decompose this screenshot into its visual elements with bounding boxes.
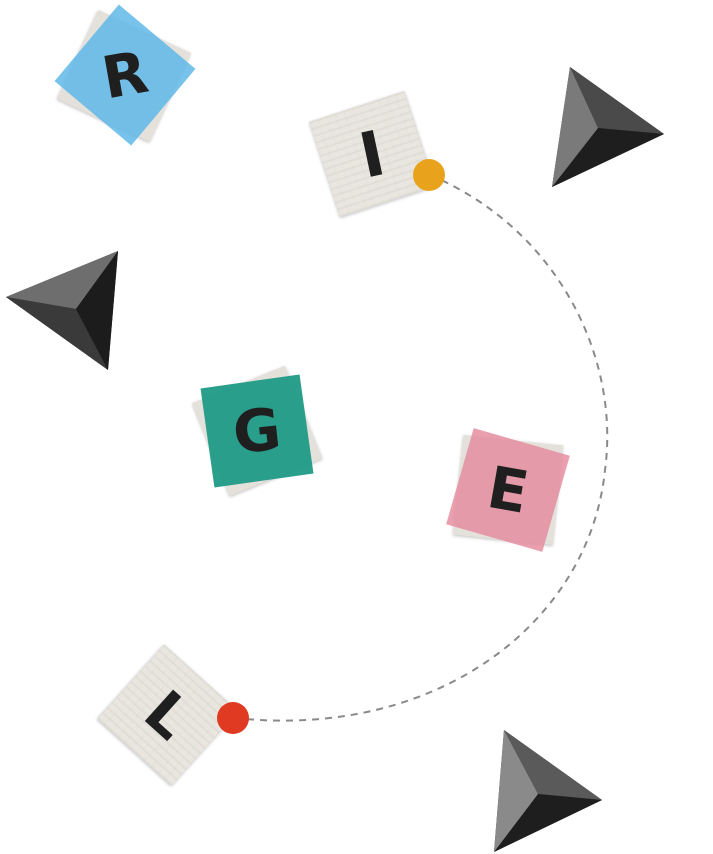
letter-tile-r[interactable]: R [54,4,196,146]
path-end-dot[interactable] [217,702,249,734]
triangle-pointer-icon[interactable] [490,728,606,854]
letter-tile-i[interactable]: I [308,90,436,218]
triangle-pointer-icon[interactable] [4,249,122,373]
triangle-pointer-icon[interactable] [548,64,668,190]
path-start-dot[interactable] [413,159,445,191]
letter-tile-g[interactable]: G [191,365,323,497]
letter-tile-l[interactable]: L [97,644,239,786]
letter-tile-e[interactable]: E [446,428,570,552]
